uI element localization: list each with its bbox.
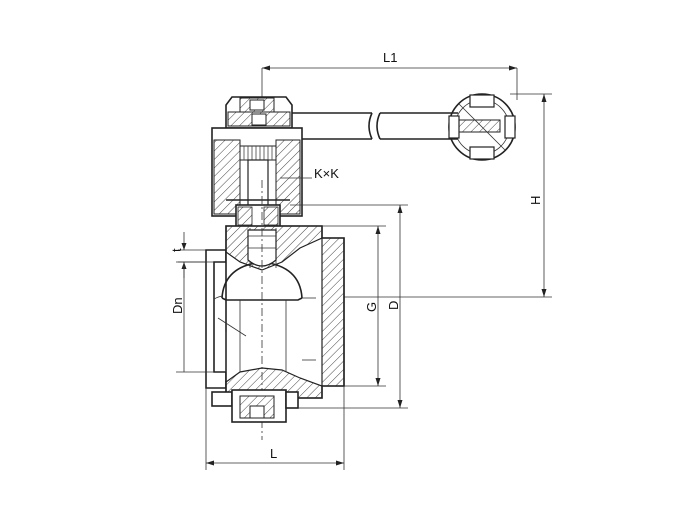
label-h: H xyxy=(528,196,543,205)
handle-hub xyxy=(225,96,293,129)
valve-neck xyxy=(235,204,281,228)
label-g: G xyxy=(364,302,379,312)
label-l1: L1 xyxy=(383,50,397,65)
label-dn: Dn xyxy=(170,297,185,314)
handle-grip-end xyxy=(448,93,516,161)
actuator-housing xyxy=(211,127,303,217)
label-d: D xyxy=(386,301,401,310)
label-kxk: K×K xyxy=(314,166,339,181)
dimension-dn: Dn xyxy=(170,261,214,373)
bottom-lock xyxy=(211,389,299,423)
dimension-g: G xyxy=(300,225,386,387)
label-l: L xyxy=(270,446,277,461)
dimension-l1: L1 xyxy=(261,50,518,100)
label-t: t xyxy=(169,248,184,252)
dimension-t: t xyxy=(169,232,206,278)
handle-rod xyxy=(290,112,501,140)
dimension-h: H xyxy=(330,93,552,298)
dimension-d: D xyxy=(290,204,408,409)
dimension-l: L xyxy=(205,386,345,470)
dimension-kxk: K×K xyxy=(280,166,339,181)
